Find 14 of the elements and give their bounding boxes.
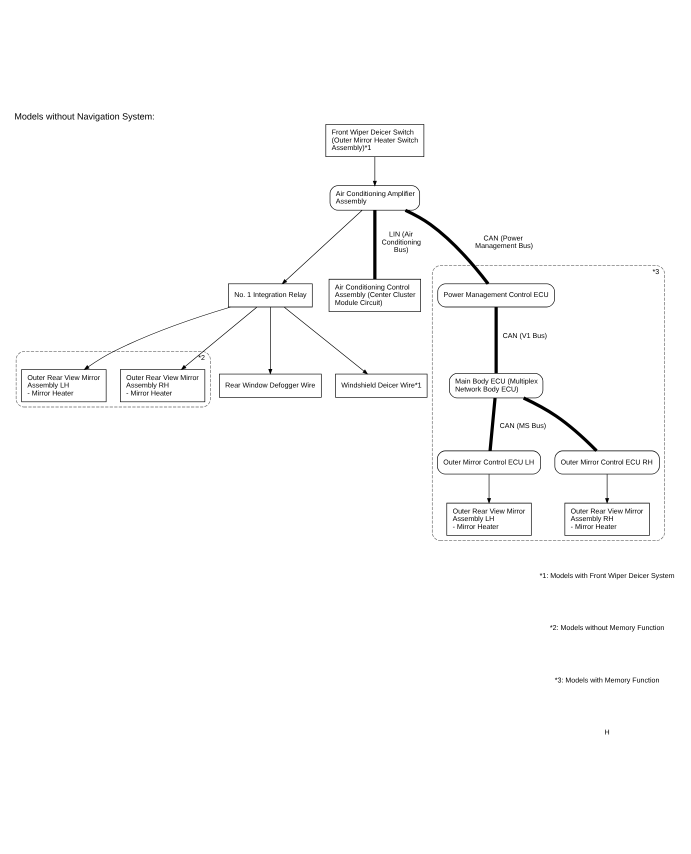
- connector: [522, 396, 598, 452]
- arrow: [487, 474, 492, 504]
- connector: [494, 307, 498, 374]
- diagram-title: Models without Navigation System:: [14, 111, 155, 122]
- arrow: [268, 306, 272, 375]
- arrow: [605, 474, 610, 504]
- connector: [404, 208, 490, 285]
- connector: [373, 210, 376, 280]
- arrow: [284, 306, 368, 375]
- arrow: [372, 156, 377, 187]
- arrow: [84, 306, 232, 370]
- arrow: [180, 306, 258, 370]
- connector: [488, 398, 497, 451]
- arrow: [282, 210, 362, 284]
